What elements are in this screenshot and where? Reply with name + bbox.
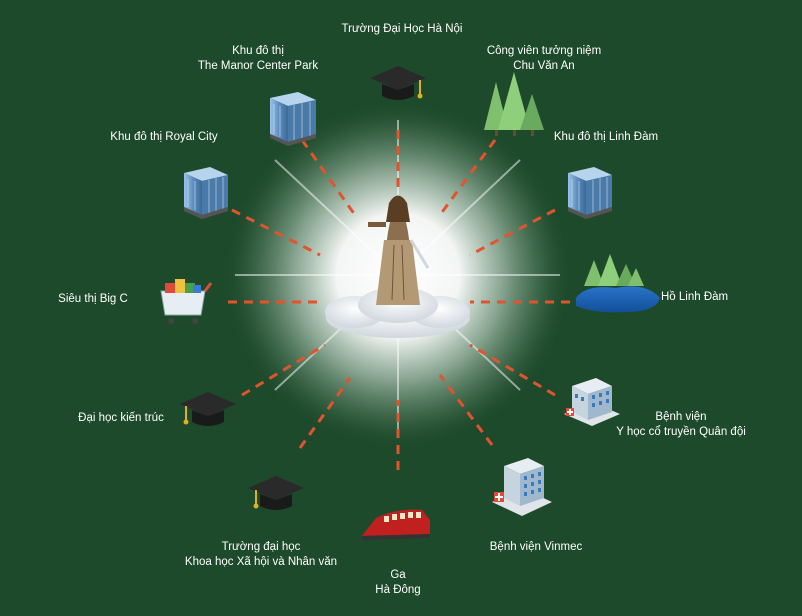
connector-royal-city [231,208,321,257]
connector-linhdam [469,208,556,257]
graduation-cap-icon [370,66,426,100]
label-architecture-university: Đại học kiến trúc [78,412,164,424]
connector-lines [228,130,570,470]
connector-military-hospital [469,343,556,397]
graduation-cap-icon [180,392,236,426]
label-linh-dam-urban: Khu đô thị Linh Đàm [553,131,659,143]
connector-architecture [241,343,326,397]
label-linh-dam-lake: Hồ Linh Đàm [661,291,729,303]
label-hanoi-university: Trường Đại Học Hà Nội [341,23,463,35]
graduation-cap-icon [248,476,304,510]
connector-vinmec [438,374,494,446]
label-ha-dong-station: Ga Hà Đông [375,569,421,596]
label-social-sciences-university: Trường đại học Khoa học Xã hội và Nhân v… [184,541,338,568]
connector-social-sciences [298,377,352,449]
hospital-icon [492,458,552,516]
statue-figure [368,195,430,305]
hospital-icon [564,378,620,426]
label-manor-center-park: Khu đô thị The Manor Center Park [197,45,319,72]
building-icon [568,167,612,219]
train-icon [362,509,430,540]
label-big-c: Siêu thị Big C [58,293,128,305]
label-military-hospital: Bệnh viện Y học cổ truyền Quân đội [616,411,746,438]
shopping-cart-icon [160,279,213,324]
label-royal-city: Khu đô thị Royal City [110,131,218,143]
label-vinmec: Bệnh viện Vinmec [489,541,583,553]
trees-icon [484,72,544,136]
building-icon [184,167,228,219]
lake-icon [576,254,660,313]
building-icon [270,92,316,146]
label-memorial-park: Công viên tưởng niệm Chu Văn An [486,45,602,72]
